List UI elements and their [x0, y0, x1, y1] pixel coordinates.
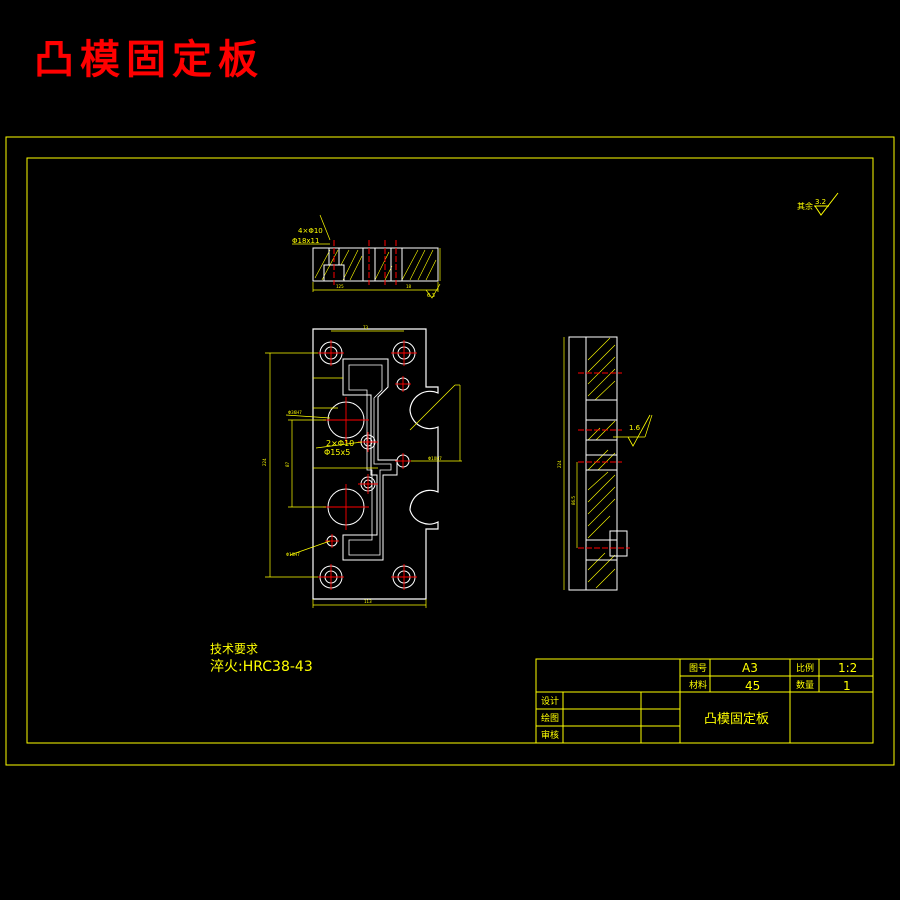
svg-text:其余: 其余	[797, 201, 813, 211]
svg-text:Φ36H7: Φ36H7	[288, 410, 302, 415]
svg-text:绘图: 绘图	[541, 712, 559, 724]
svg-text:45: 45	[745, 679, 760, 693]
inner-frame	[26, 157, 874, 744]
svg-text:Φ10H7: Φ10H7	[428, 456, 442, 461]
svg-text:设计: 设计	[541, 695, 559, 707]
svg-text:Φ18x11: Φ18x11	[292, 237, 319, 245]
svg-text:224: 224	[262, 458, 267, 466]
side-view: 1.6 224 86.5	[557, 336, 653, 591]
svg-text:Φ10H7: Φ10H7	[286, 552, 300, 557]
svg-text:4×Φ10: 4×Φ10	[298, 227, 323, 235]
svg-text:图号: 图号	[689, 663, 707, 674]
svg-text:3.2: 3.2	[815, 198, 826, 206]
svg-text:A3: A3	[742, 661, 758, 675]
front-view: 224 87 113 73 Φ36H7 Φ10H7 Φ10H7 2×Φ10 Φ1…	[262, 325, 462, 608]
svg-text:2×Φ10: 2×Φ10	[326, 439, 354, 448]
svg-text:1:2: 1:2	[838, 661, 857, 675]
tech-req-line1: 淬火:HRC38-43	[210, 659, 313, 675]
svg-text:比例: 比例	[796, 662, 814, 674]
outer-frame	[5, 136, 895, 766]
svg-text:材料: 材料	[689, 679, 707, 691]
svg-text:18: 18	[406, 284, 412, 289]
svg-text:73: 73	[363, 325, 369, 330]
svg-text:6.3: 6.3	[427, 293, 435, 299]
svg-text:Φ15x5: Φ15x5	[324, 448, 350, 457]
svg-text:数量: 数量	[796, 679, 814, 691]
roughness-check-icon	[627, 414, 651, 447]
svg-text:113: 113	[364, 599, 372, 604]
svg-text:1.6: 1.6	[629, 424, 641, 432]
svg-text:凸模固定板: 凸模固定板	[704, 712, 769, 727]
top-section-view: 125 18 6.3 4×Φ10 Φ18x11	[292, 214, 441, 299]
svg-text:1: 1	[843, 679, 851, 693]
roughness-symbol: 其余 3.2	[797, 192, 839, 216]
title-block: 图号 A3 比例 1:2 材料 45 数量 1 设计 绘图 审核 凸模固定板	[535, 658, 874, 744]
svg-text:87: 87	[285, 461, 290, 467]
svg-text:224: 224	[557, 460, 562, 468]
tech-req-heading: 技术要求	[210, 642, 258, 656]
drawing-title: 凸模固定板	[34, 36, 264, 83]
svg-text:125: 125	[336, 284, 344, 289]
svg-text:86.5: 86.5	[571, 496, 576, 505]
roughness-check-icon	[814, 192, 839, 216]
svg-text:审核: 审核	[541, 729, 559, 741]
